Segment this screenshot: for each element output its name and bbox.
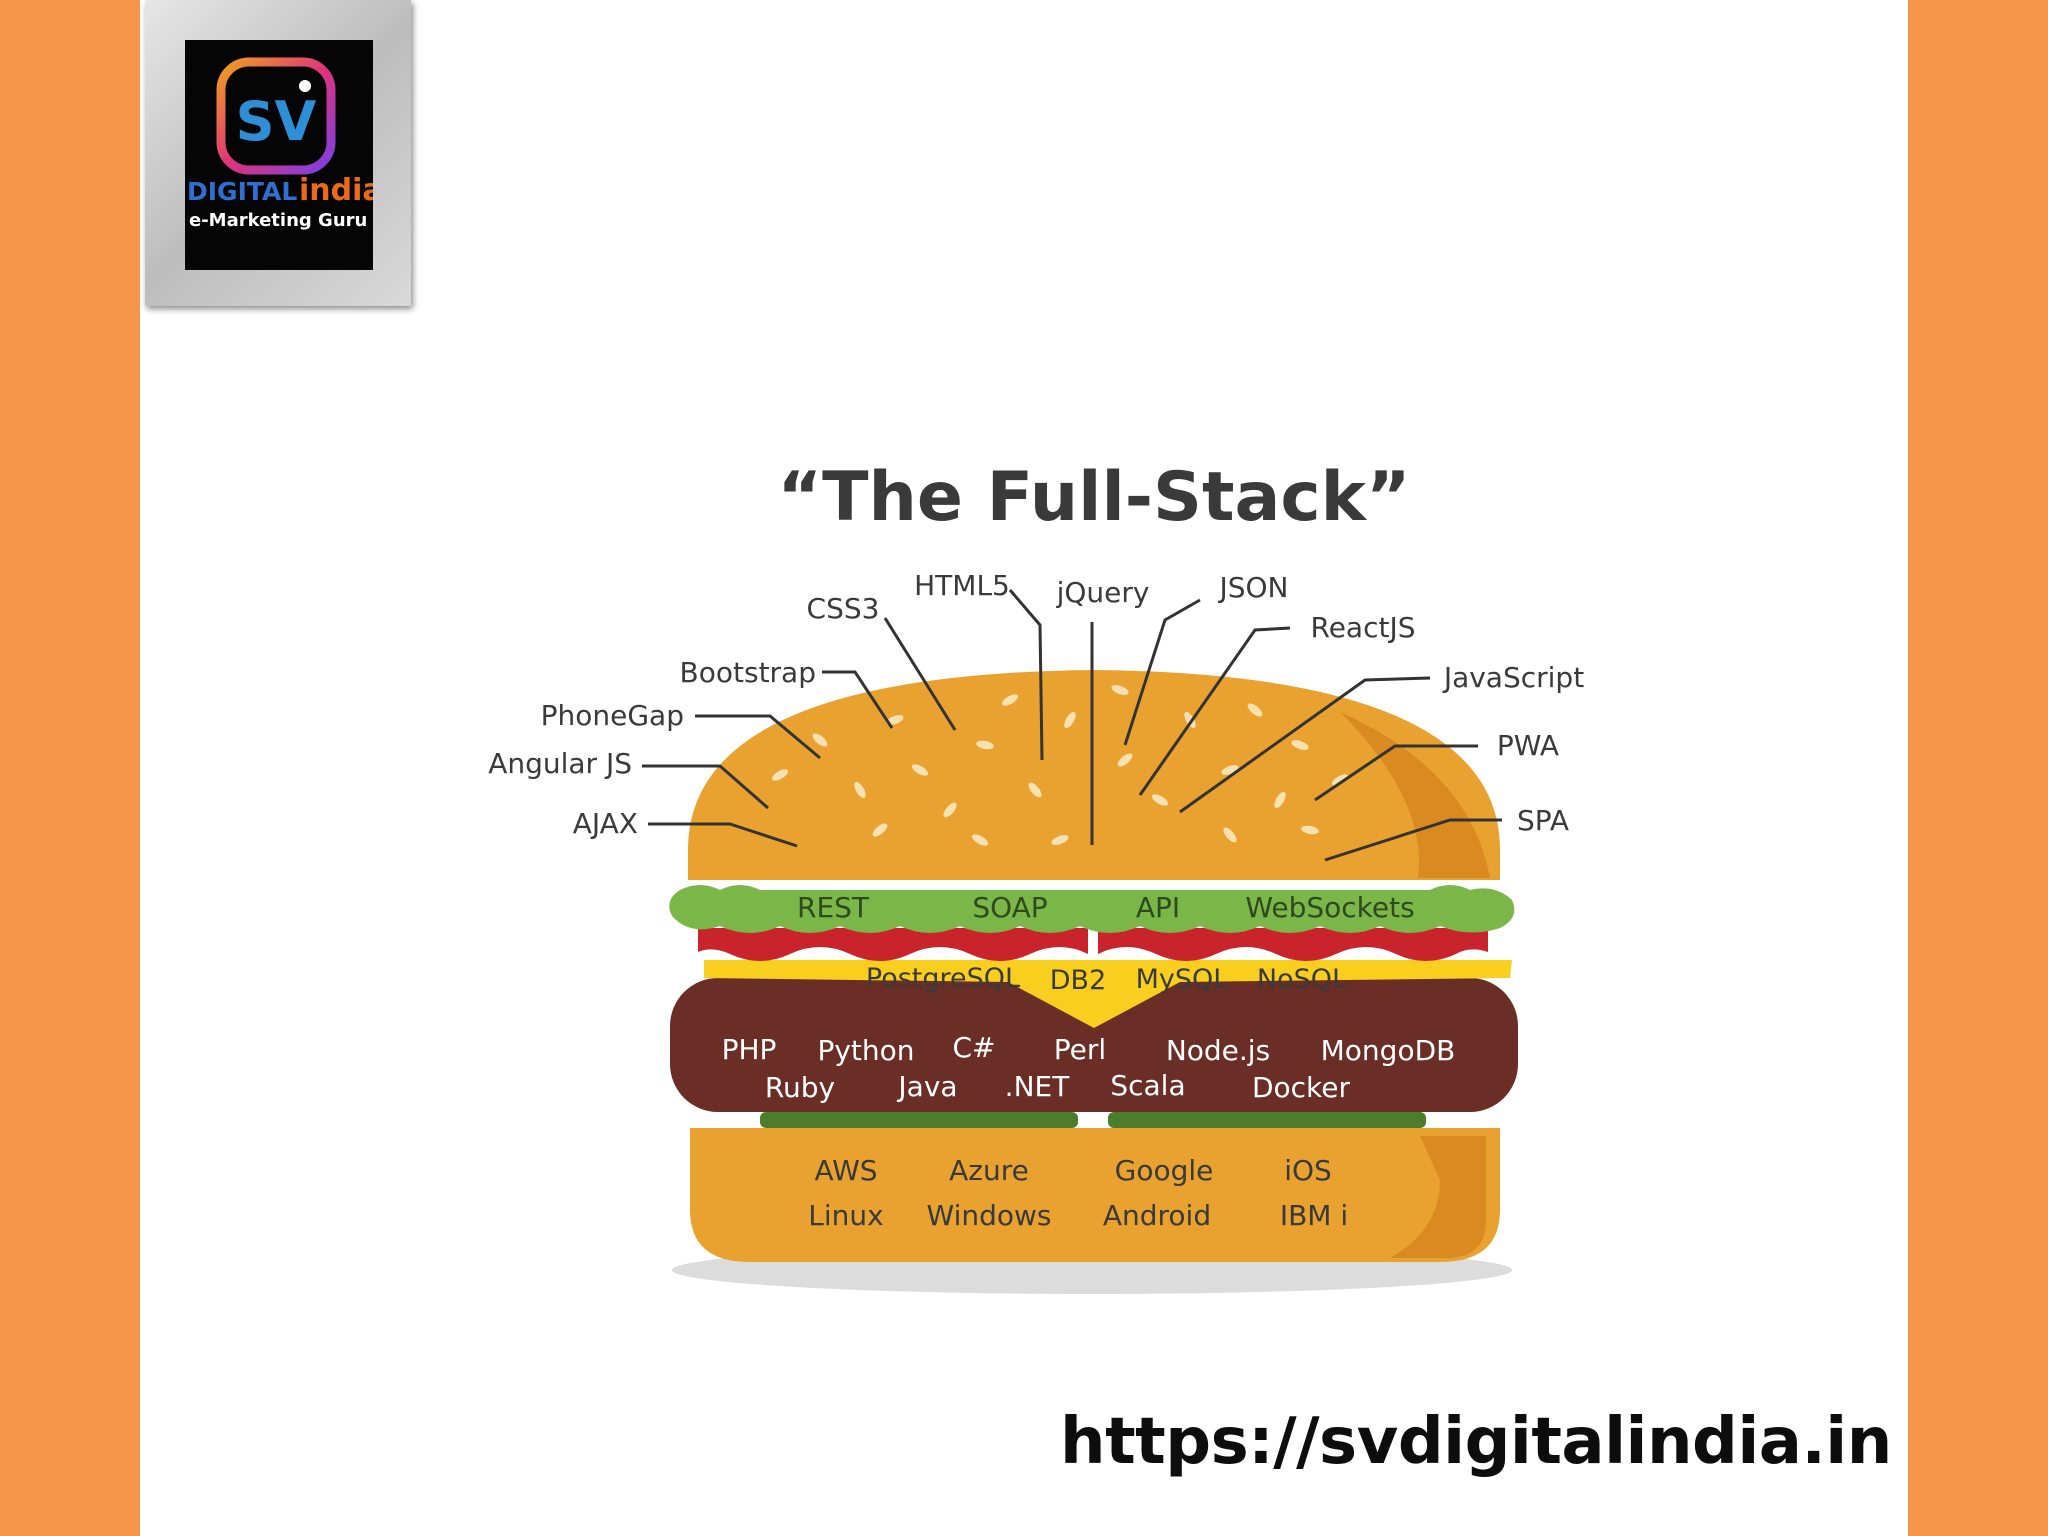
bottom-bun-shade	[1390, 1136, 1486, 1258]
label-perl: Perl	[1054, 1033, 1106, 1066]
label-docker: Docker	[1252, 1071, 1351, 1104]
website-url: https://svdigitalindia.in	[1060, 1405, 1892, 1479]
left-orange-bar	[0, 0, 140, 1536]
pickle-left	[760, 1112, 1078, 1128]
label-bootstrap: Bootstrap	[680, 656, 816, 689]
label-mysql: MySQL	[1136, 964, 1229, 995]
label-nodejs: Node.js	[1166, 1034, 1270, 1067]
logo-tagline-text: e-Marketing Guru	[189, 210, 367, 231]
label-rest: REST	[797, 891, 870, 924]
label-pwa: PWA	[1497, 729, 1559, 762]
label-nosql: NoSQL	[1257, 964, 1347, 995]
label-azure: Azure	[949, 1154, 1029, 1187]
tomato-left	[698, 928, 1088, 961]
label-python: Python	[817, 1034, 914, 1067]
label-api: API	[1136, 891, 1180, 924]
label-angular-js: Angular JS	[488, 747, 632, 780]
lettuce	[669, 885, 1515, 933]
label-css3: CSS3	[807, 592, 880, 625]
label-mongodb: MongoDB	[1321, 1034, 1456, 1067]
label-ajax: AJAX	[573, 807, 638, 840]
label-html5: HTML5	[914, 569, 1010, 602]
label-php: PHP	[722, 1033, 777, 1066]
label-linux: Linux	[808, 1199, 883, 1232]
label-javascript: JavaScript	[1442, 661, 1584, 694]
label-ibm-i: IBM i	[1280, 1199, 1348, 1232]
logo-digital-text: DIGITAL	[187, 177, 297, 206]
label-db2: DB2	[1050, 965, 1107, 996]
label-jquery: jQuery	[1056, 576, 1150, 609]
label-ios: iOS	[1284, 1154, 1332, 1187]
logo-monogram: SV	[236, 90, 317, 153]
label-soap: SOAP	[972, 891, 1047, 924]
cheese	[704, 960, 1512, 1028]
label-aws: AWS	[814, 1154, 877, 1187]
label-scala: Scala	[1110, 1069, 1185, 1102]
logo-india-text: india	[299, 173, 373, 208]
label-reactjs: ReactJS	[1311, 611, 1416, 644]
label-android: Android	[1103, 1199, 1211, 1232]
top-bun-shade	[1340, 712, 1490, 878]
sesame-seeds	[771, 685, 1349, 846]
logo-frame: SV DIGITAL india e-Marketing Guru	[145, 0, 411, 306]
label-dotnet: .NET	[1005, 1070, 1071, 1103]
label-phonegap: PhoneGap	[541, 699, 684, 732]
diagram-title: “The Full-Stack”	[777, 458, 1410, 537]
label-windows: Windows	[927, 1199, 1052, 1232]
sv-digital-india-logo: SV DIGITAL india e-Marketing Guru	[185, 40, 383, 270]
label-google: Google	[1115, 1154, 1214, 1187]
pickle-right	[1108, 1112, 1426, 1128]
label-postgresql: PostgreSQL	[866, 963, 1020, 994]
leader-lines	[642, 589, 1502, 862]
label-ruby: Ruby	[765, 1071, 835, 1104]
right-orange-bar	[1908, 0, 2048, 1536]
tomato-right	[1098, 928, 1488, 961]
top-bun	[688, 670, 1500, 880]
patty	[670, 978, 1518, 1112]
label-java: Java	[896, 1070, 957, 1103]
label-spa: SPA	[1517, 804, 1569, 837]
label-csharp: C#	[952, 1031, 995, 1064]
label-websockets: WebSockets	[1245, 891, 1414, 924]
label-json: JSON	[1217, 571, 1288, 604]
bottom-bun	[690, 1128, 1500, 1262]
